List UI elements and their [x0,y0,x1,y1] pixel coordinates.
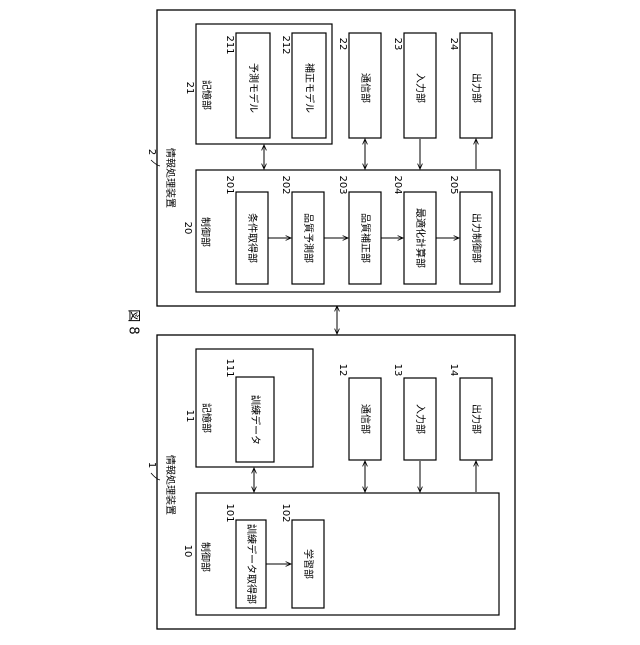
device2-storage-label-group: 記憶部 [200,80,213,110]
prediction-model-ref-group: 211 [224,35,235,54]
correction-model-label-group: 補正モデル [303,63,316,113]
device1-input-label-group: 入力部 [414,404,427,434]
device2-output-label: 出力部 [470,73,483,103]
optimization-ref-group: 204 [392,175,403,194]
device2-ref-group: 2 [146,149,157,155]
device2-storage-ref-group: 21 [184,82,195,95]
training-data-label: 訓練データ [249,395,262,445]
device2-control-label: 制御部 [199,217,212,247]
quality-predict-ref: 202 [280,175,291,194]
optimization-label-group: 最適化計算部 [414,208,427,268]
optimization-ref: 204 [392,175,403,194]
device2-comm-label-group: 通信部 [359,73,372,103]
device1-output-label-group: 出力部 [470,404,483,434]
output-control-label: 出力制御部 [470,213,483,263]
device2-output-label-group: 出力部 [470,73,483,103]
learning-label: 学習部 [302,549,315,579]
device1-control-box [196,493,499,615]
training-data-acquire-label: 訓練データ取得部 [245,524,258,604]
training-data-acquire-ref-group: 101 [224,503,235,522]
device1-storage-label-group: 記憶部 [200,403,213,433]
quality-correct-ref: 203 [337,175,348,194]
learning-ref-group: 102 [280,503,291,522]
prediction-model-label: 予測モデル [247,63,260,113]
device1-input-ref: 13 [392,364,403,377]
device2-control-ref: 20 [182,222,193,235]
quality-predict-label: 品質予測部 [302,213,315,263]
device1-comm-ref-group: 12 [337,364,348,377]
device1-ref-group: 1 [146,462,157,468]
training-data-acquire-ref: 101 [224,503,235,522]
device1-comm-label: 通信部 [359,404,372,434]
device2-input-label: 入力部 [414,73,427,103]
device2-output-ref: 24 [448,38,459,51]
condition-acquire-label: 条件取得部 [246,213,259,263]
device1-storage-ref: 11 [184,410,195,423]
device2-ref: 2 [146,149,157,155]
device1-output-ref-group: 14 [448,364,459,377]
output-control-label-group: 出力制御部 [470,213,483,263]
device1-title: 情報処理装置 [164,455,177,515]
device2-output-ref-group: 24 [448,38,459,51]
device1-box [157,335,515,629]
correction-model-ref: 212 [280,35,291,54]
learning-ref: 102 [280,503,291,522]
figure-label-group: 図 8 [126,309,141,334]
prediction-model-label-group: 予測モデル [247,63,260,113]
device1-control-ref: 10 [182,545,193,558]
device1-comm-ref: 12 [337,364,348,377]
correction-model-label: 補正モデル [303,63,316,113]
device2-box [157,10,515,306]
correction-model-ref-group: 212 [280,35,291,54]
quality-correct-label: 品質補正部 [359,213,372,263]
device1-comm-label-group: 通信部 [359,404,372,434]
optimization-label: 最適化計算部 [414,208,427,268]
device1-input-ref-group: 13 [392,364,403,377]
device2-title-group: 情報処理装置 [164,148,177,208]
device2-input-ref: 23 [392,38,403,51]
device2-input-ref-group: 23 [392,38,403,51]
training-data-label-group: 訓練データ [249,395,262,445]
prediction-model-ref: 211 [224,35,235,54]
device2-comm-ref: 22 [337,38,348,51]
quality-predict-label-group: 品質予測部 [302,213,315,263]
device1-input-label: 入力部 [414,404,427,434]
device1-ref: 1 [146,462,157,468]
device1-control-label: 制御部 [199,542,212,572]
training-data-ref-group: 111 [224,358,235,377]
device2-ref-leader [151,160,160,166]
figure-label: 図 8 [126,309,141,334]
device1-ref-leader [151,473,160,480]
training-data-ref: 111 [224,358,235,377]
device1-output-label: 出力部 [470,404,483,434]
device2-storage-label: 記憶部 [200,80,213,110]
device1-storage-label: 記憶部 [200,403,213,433]
learning-label-group: 学習部 [302,549,315,579]
device2-comm-ref-group: 22 [337,38,348,51]
device1-storage-ref-group: 11 [184,410,195,423]
device2-storage-ref: 21 [184,82,195,95]
output-control-ref: 205 [448,175,459,194]
device1-title-group: 情報処理装置 [164,455,177,515]
quality-correct-ref-group: 203 [337,175,348,194]
device1-control-label-group: 制御部 [199,542,212,572]
device2-title: 情報処理装置 [164,148,177,208]
condition-acquire-ref-group: 201 [224,175,235,194]
quality-correct-label-group: 品質補正部 [359,213,372,263]
condition-acquire-label-group: 条件取得部 [246,213,259,263]
device2-control-ref-group: 20 [182,222,193,235]
device2-input-label-group: 入力部 [414,73,427,103]
device2-control-label-group: 制御部 [199,217,212,247]
quality-predict-ref-group: 202 [280,175,291,194]
training-data-acquire-label-group: 訓練データ取得部 [245,524,258,604]
device1-output-ref: 14 [448,364,459,377]
output-control-ref-group: 205 [448,175,459,194]
condition-acquire-ref: 201 [224,175,235,194]
device2-comm-label: 通信部 [359,73,372,103]
device1-control-ref-group: 10 [182,545,193,558]
